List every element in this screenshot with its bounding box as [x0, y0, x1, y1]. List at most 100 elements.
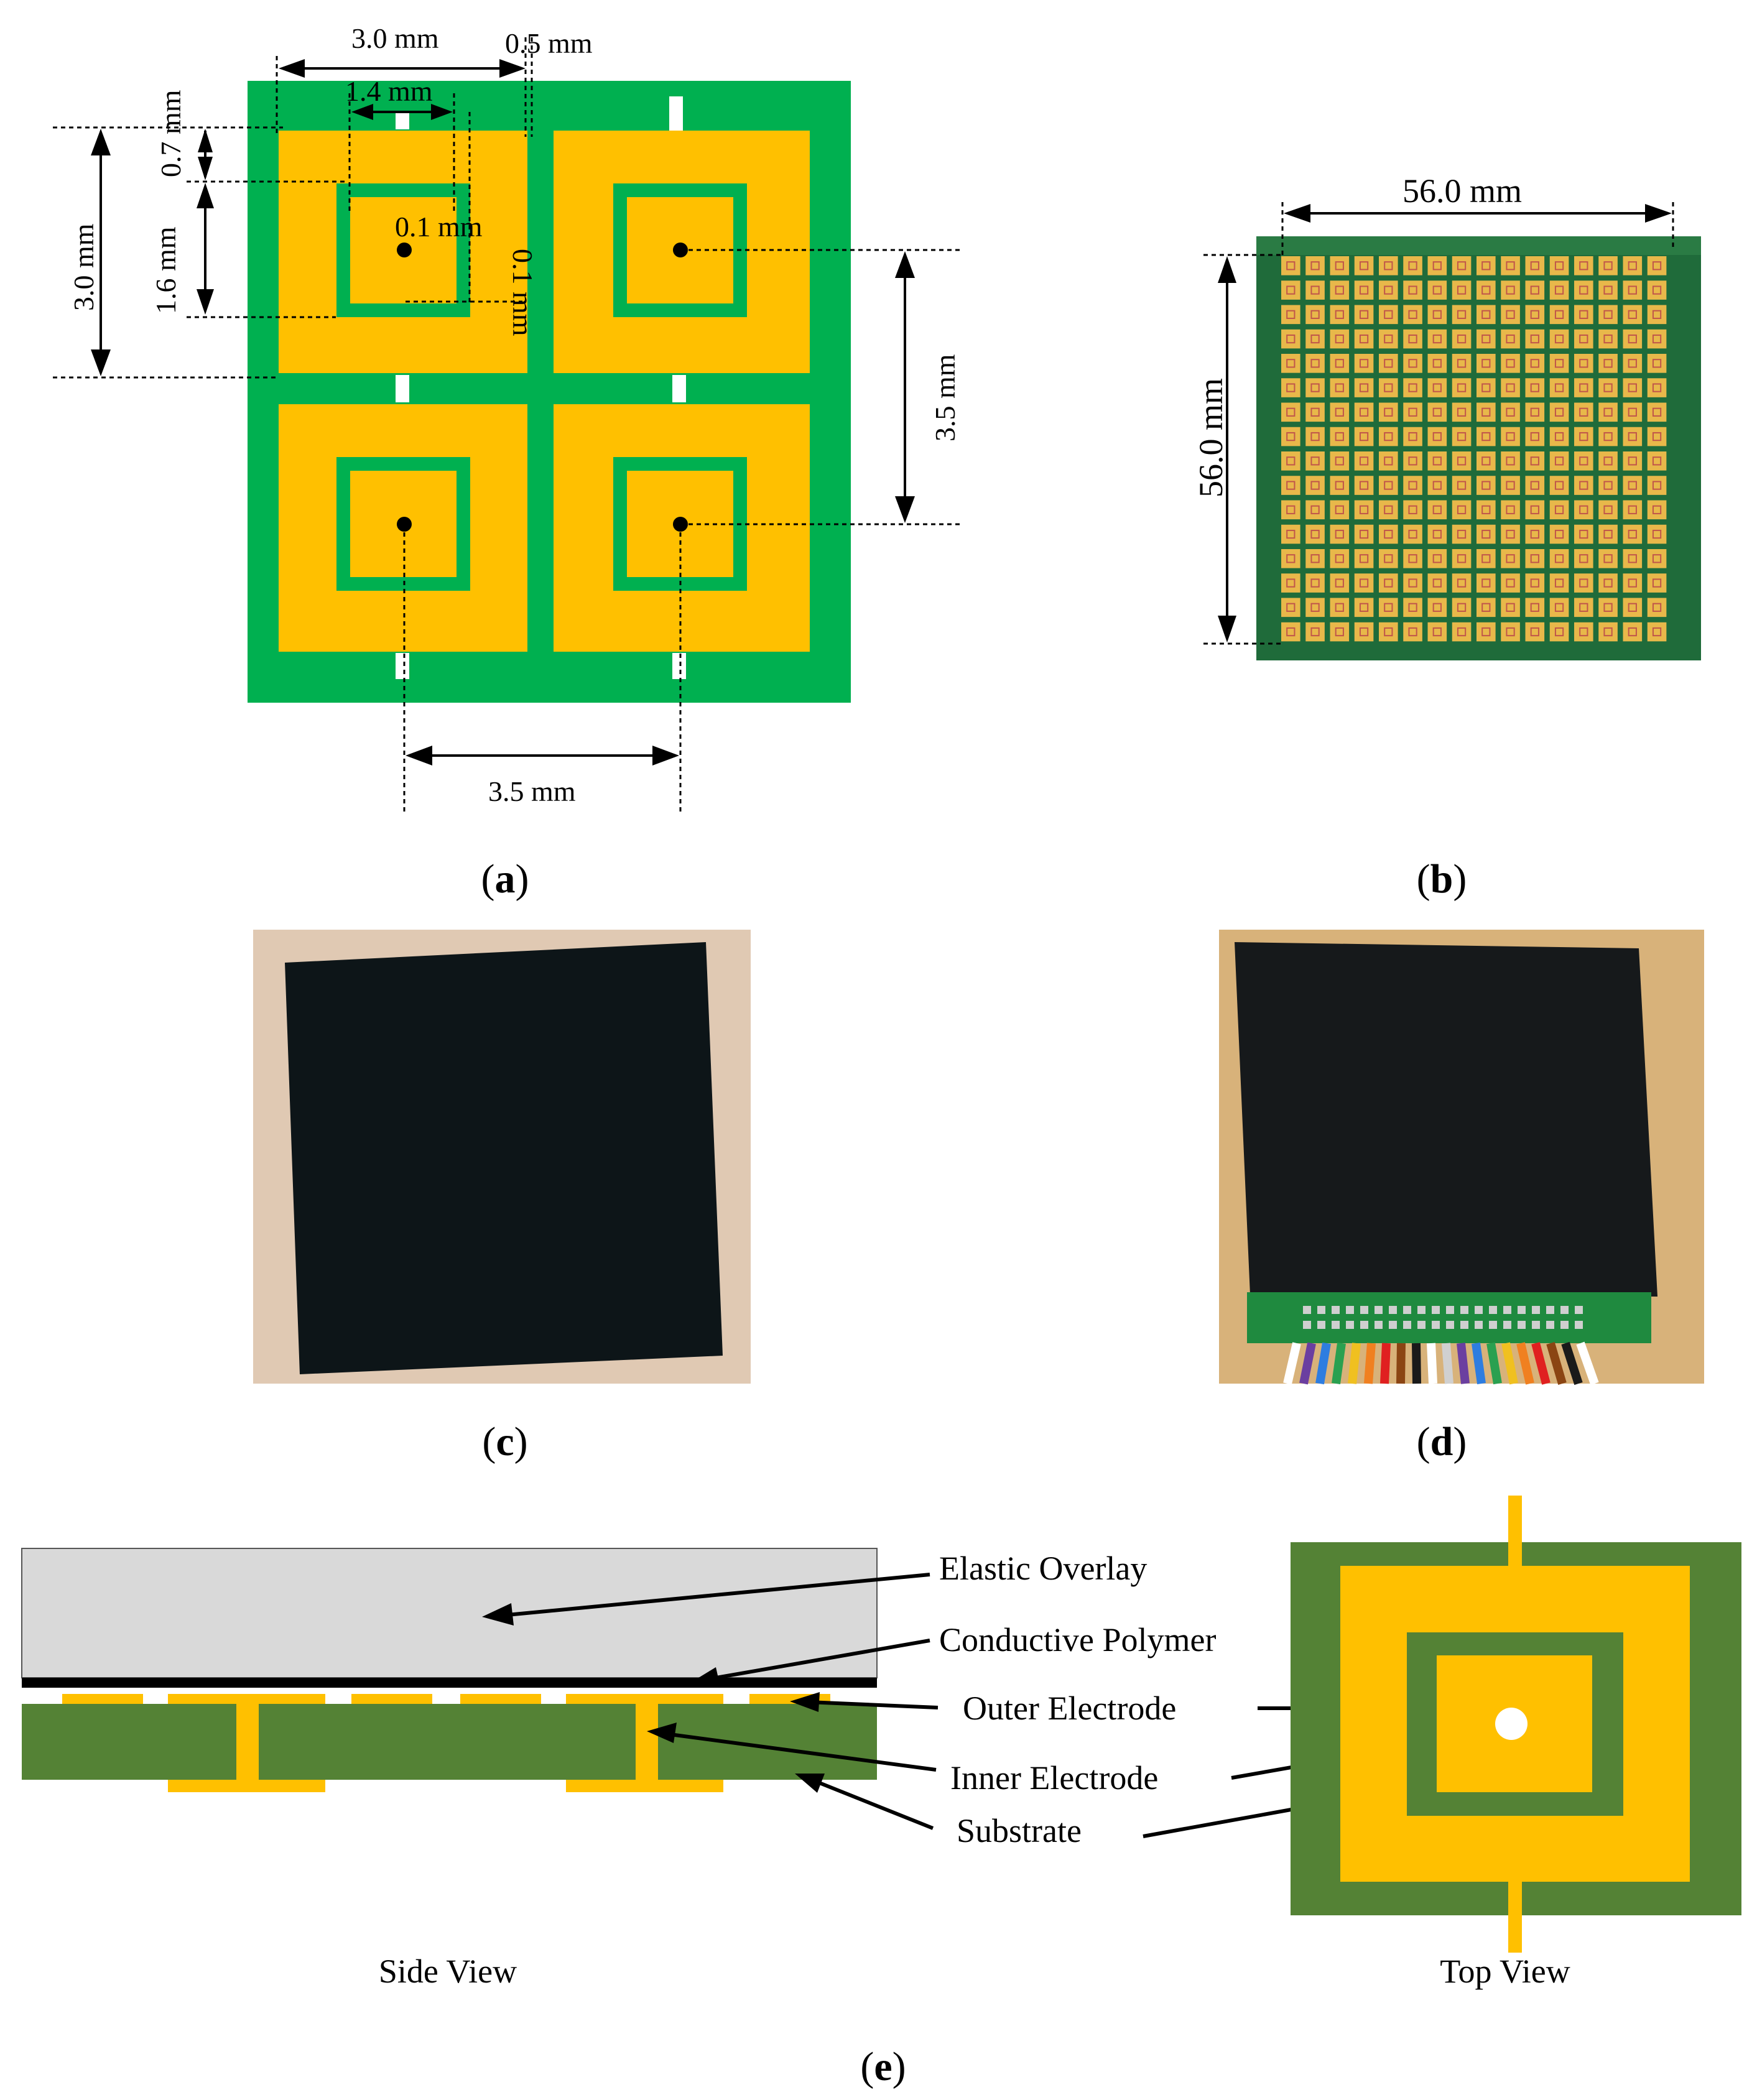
sensor-cell	[1598, 329, 1618, 349]
sensor-cell-ring	[1530, 554, 1539, 563]
sensor-cell-ring	[1335, 481, 1344, 490]
sensor-cell	[1354, 622, 1374, 642]
sensor-cell	[1379, 354, 1398, 373]
sensor-cell-ring	[1579, 310, 1588, 319]
sensor-cell-ring	[1286, 407, 1296, 417]
sensor-cell-ring	[1628, 554, 1637, 563]
sensor-cell	[1281, 476, 1300, 495]
sensor-cell-ring	[1310, 383, 1320, 392]
label-elastic-overlay: Elastic Overlay	[939, 1550, 1147, 1587]
sensor-cell	[1403, 598, 1422, 618]
sensor-cell-ring	[1432, 359, 1442, 368]
sensor-cell	[1525, 451, 1545, 471]
connector-pcb	[1247, 1292, 1651, 1343]
sensor-cell	[1281, 500, 1300, 520]
sensor-cell-ring	[1359, 456, 1369, 466]
sensor-cell-ring	[1432, 310, 1442, 319]
ribbon-wires	[1283, 1341, 1599, 1385]
sensor-cell-ring	[1530, 432, 1539, 442]
sensor-cell	[1525, 305, 1545, 325]
sensor-cell	[1281, 573, 1300, 593]
caption-b: (b)	[1417, 856, 1467, 902]
sensor-cell	[1501, 549, 1520, 568]
sensor-cell-ring	[1506, 359, 1515, 368]
sensor-cell	[1647, 451, 1667, 471]
sensor-cell	[1354, 573, 1374, 593]
sensor-cell-ring	[1457, 529, 1467, 539]
sensor-cell-ring	[1457, 334, 1467, 344]
sensor-cell-ring	[1408, 383, 1417, 392]
connector-pin	[1332, 1321, 1340, 1329]
sensor-cell-ring	[1432, 554, 1442, 563]
sensor-cell	[1477, 549, 1496, 568]
sensor-cell-ring	[1310, 529, 1320, 539]
panel-e-top-view: Top View	[1291, 1496, 1741, 1990]
sensor-cell-ring	[1579, 432, 1588, 442]
connector-pin	[1375, 1321, 1383, 1329]
sensor-cell-ring	[1652, 310, 1662, 319]
connector-pin	[1303, 1321, 1311, 1329]
connector-pin	[1518, 1321, 1526, 1329]
sensor-cell-ring	[1359, 554, 1369, 563]
sensor-cell-ring	[1628, 505, 1637, 514]
sensor-cell	[1623, 402, 1643, 422]
sensor-cell	[1403, 549, 1422, 568]
sensor-cell-ring	[1628, 407, 1637, 417]
sensor-cell-ring	[1384, 285, 1393, 295]
sensor-cell-ring	[1384, 529, 1393, 539]
sensor-cell	[1598, 598, 1618, 618]
sensor-cell-ring	[1408, 359, 1417, 368]
label-substrate: Substrate	[957, 1812, 1082, 1849]
sensor-cell	[1379, 329, 1398, 349]
sensor-cell-ring	[1652, 603, 1662, 612]
panel-c: (c)	[253, 930, 751, 1464]
sensor-cell	[1623, 280, 1643, 300]
sensor-cell-ring	[1506, 432, 1515, 442]
b-width-label: 56.0 mm	[1402, 172, 1522, 210]
connector-pin	[1389, 1306, 1397, 1314]
sensor-cell	[1403, 500, 1422, 520]
sensor-cell-ring	[1310, 578, 1320, 588]
panel-d: (d)	[1219, 930, 1704, 1464]
sensor-cell-ring	[1628, 383, 1637, 392]
sensor-cell-ring	[1384, 505, 1393, 514]
sensor-cell-ring	[1603, 407, 1613, 417]
sensor-cell	[1403, 354, 1422, 373]
sensor-cell-ring	[1603, 456, 1613, 466]
sensor-cell	[1379, 524, 1398, 544]
connector-pins	[1303, 1306, 1583, 1329]
sensor-cell	[1403, 256, 1422, 275]
sensor-cell	[1281, 256, 1300, 275]
sensor-cell-ring	[1310, 334, 1320, 344]
sensor-cell-ring	[1384, 554, 1393, 563]
sensor-cell	[1403, 476, 1422, 495]
sensor-cell-ring	[1628, 578, 1637, 588]
sensor-cell	[1403, 427, 1422, 446]
sensor-cell-ring	[1579, 407, 1588, 417]
sensor-cell-ring	[1506, 627, 1515, 637]
label-outer-electrode: Outer Electrode	[963, 1690, 1176, 1727]
sensor-cell-ring	[1335, 529, 1344, 539]
sensor-cell	[1477, 329, 1496, 349]
sensor-cell	[1477, 427, 1496, 446]
sensor-cell-ring	[1408, 481, 1417, 490]
sensor-cell-ring	[1579, 285, 1588, 295]
sensor-cell	[1574, 598, 1593, 618]
sensor-cell	[1501, 280, 1520, 300]
sensor-cell-ring	[1432, 603, 1442, 612]
sensor-cell-ring	[1384, 627, 1393, 637]
sensor-cell-ring	[1432, 578, 1442, 588]
sensor-cell-ring	[1286, 456, 1296, 466]
sensor-cell-ring	[1579, 505, 1588, 514]
sensor-cell	[1330, 524, 1350, 544]
sensor-cell	[1403, 280, 1422, 300]
connector-pin	[1360, 1321, 1368, 1329]
sensor-cell-ring	[1457, 407, 1467, 417]
sensor-cell	[1427, 329, 1447, 349]
sensor-cell	[1647, 598, 1667, 618]
sensor-cell-ring	[1335, 383, 1344, 392]
sensor-cell-ring	[1408, 505, 1417, 514]
sensor-cell-ring	[1530, 334, 1539, 344]
sensor-cell	[1598, 427, 1618, 446]
sensor-cell-ring	[1335, 407, 1344, 417]
